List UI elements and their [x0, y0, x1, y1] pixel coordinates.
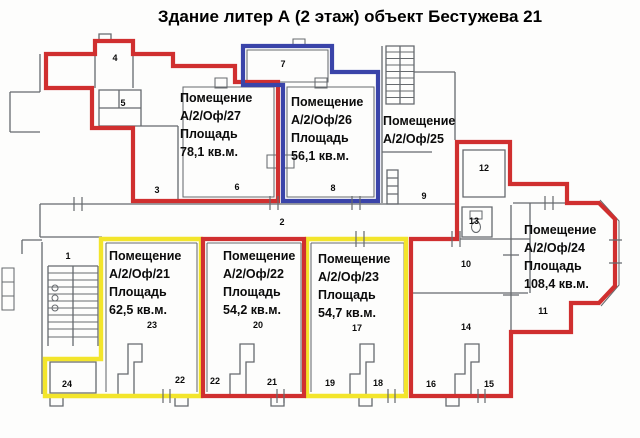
office-21-id: А/2/Оф/21 — [109, 267, 170, 281]
office-26-name: Помещение — [291, 95, 364, 109]
page-title: Здание литер А (2 этаж) объект Бестужева… — [157, 7, 543, 26]
office-23-id: А/2/Оф/23 — [318, 270, 379, 284]
walls — [1, 33, 620, 407]
room-number-1: 1 — [65, 251, 71, 261]
room-number-23: 23 — [146, 320, 158, 330]
room-number-6: 6 — [234, 182, 240, 192]
office-21-area-label: Площадь — [109, 285, 167, 299]
office-24-id: А/2/Оф/24 — [524, 241, 585, 255]
office-26-id: А/2/Оф/26 — [291, 113, 352, 127]
room-number-12: 12 — [478, 163, 490, 173]
office-label-27: Помещение А/2/Оф/27 Площадь 78,1 кв.м. — [180, 89, 252, 161]
room-number-3: 3 — [154, 185, 160, 195]
office-label-23: Помещение А/2/Оф/23 Площадь 54,7 кв.м. — [318, 250, 390, 322]
office-label-22: Помещение А/2/Оф/22 Площадь 54,2 кв.м. — [223, 247, 295, 319]
room-number-22-b: 22 — [174, 375, 186, 385]
room-number-21: 21 — [266, 377, 278, 387]
office-label-24: Помещение А/2/Оф/24 Площадь 108,4 кв.м. — [524, 221, 596, 293]
office-22-name: Помещение — [223, 249, 296, 263]
office-23-area-label: Площадь — [318, 288, 376, 302]
room-number-20: 20 — [252, 320, 264, 330]
office-22-area: 54,2 кв.м. — [223, 303, 281, 317]
zone-outline-office-24 — [408, 139, 618, 399]
office-label-26: Помещение А/2/Оф/26 Площадь 56,1 кв.м. — [291, 93, 363, 165]
zone-outline-office-26 — [240, 43, 381, 204]
room-number-15: 15 — [483, 379, 495, 389]
room-number-18: 18 — [372, 378, 384, 388]
room-number-4: 4 — [112, 53, 118, 63]
office-26-area-label: Площадь — [291, 131, 349, 145]
window-ticks — [73, 196, 622, 403]
zone-outline-office-22 — [200, 236, 307, 399]
office-27-area: 78,1 кв.м. — [180, 145, 238, 159]
zone-outline-office-23 — [304, 236, 409, 399]
office-22-area-label: Площадь — [223, 285, 281, 299]
office-27-name: Помещение — [180, 91, 253, 105]
zone-outline-office-27 — [43, 38, 281, 204]
office-27-id: А/2/Оф/27 — [180, 109, 241, 123]
room-number-19: 19 — [324, 378, 336, 388]
office-label-21: Помещение А/2/Оф/21 Площадь 62,5 кв.м. — [109, 247, 181, 319]
room-number-2: 2 — [279, 217, 285, 227]
office-25-name: Помещение — [383, 114, 456, 128]
office-21-area: 62,5 кв.м. — [109, 303, 167, 317]
office-24-area: 108,4 кв.м. — [524, 277, 589, 291]
room-number-11: 11 — [538, 306, 548, 316]
room-number-24: 24 — [61, 379, 73, 389]
room-number-13: 13 — [468, 216, 480, 226]
room-number-22-a: 22 — [209, 376, 221, 386]
room-number-5: 5 — [120, 98, 126, 108]
office-21-name: Помещение — [109, 249, 182, 263]
room-number-14: 14 — [460, 322, 472, 332]
room-number-9: 9 — [421, 191, 427, 201]
room-number-17: 17 — [351, 323, 363, 333]
office-23-name: Помещение — [318, 252, 391, 266]
room-number-7: 7 — [280, 59, 286, 69]
room-number-16: 16 — [425, 379, 437, 389]
room-number-8: 8 — [330, 183, 336, 193]
office-25-id: А/2/Оф/25 — [383, 132, 444, 146]
office-24-name: Помещение — [524, 223, 597, 237]
office-label-25: Помещение А/2/Оф/25 — [383, 112, 455, 148]
office-27-area-label: Площадь — [180, 127, 238, 141]
room-number-10: 10 — [460, 259, 472, 269]
office-24-area-label: Площадь — [524, 259, 582, 273]
office-23-area: 54,7 кв.м. — [318, 306, 376, 320]
office-22-id: А/2/Оф/22 — [223, 267, 284, 281]
office-26-area: 56,1 кв.м. — [291, 149, 349, 163]
